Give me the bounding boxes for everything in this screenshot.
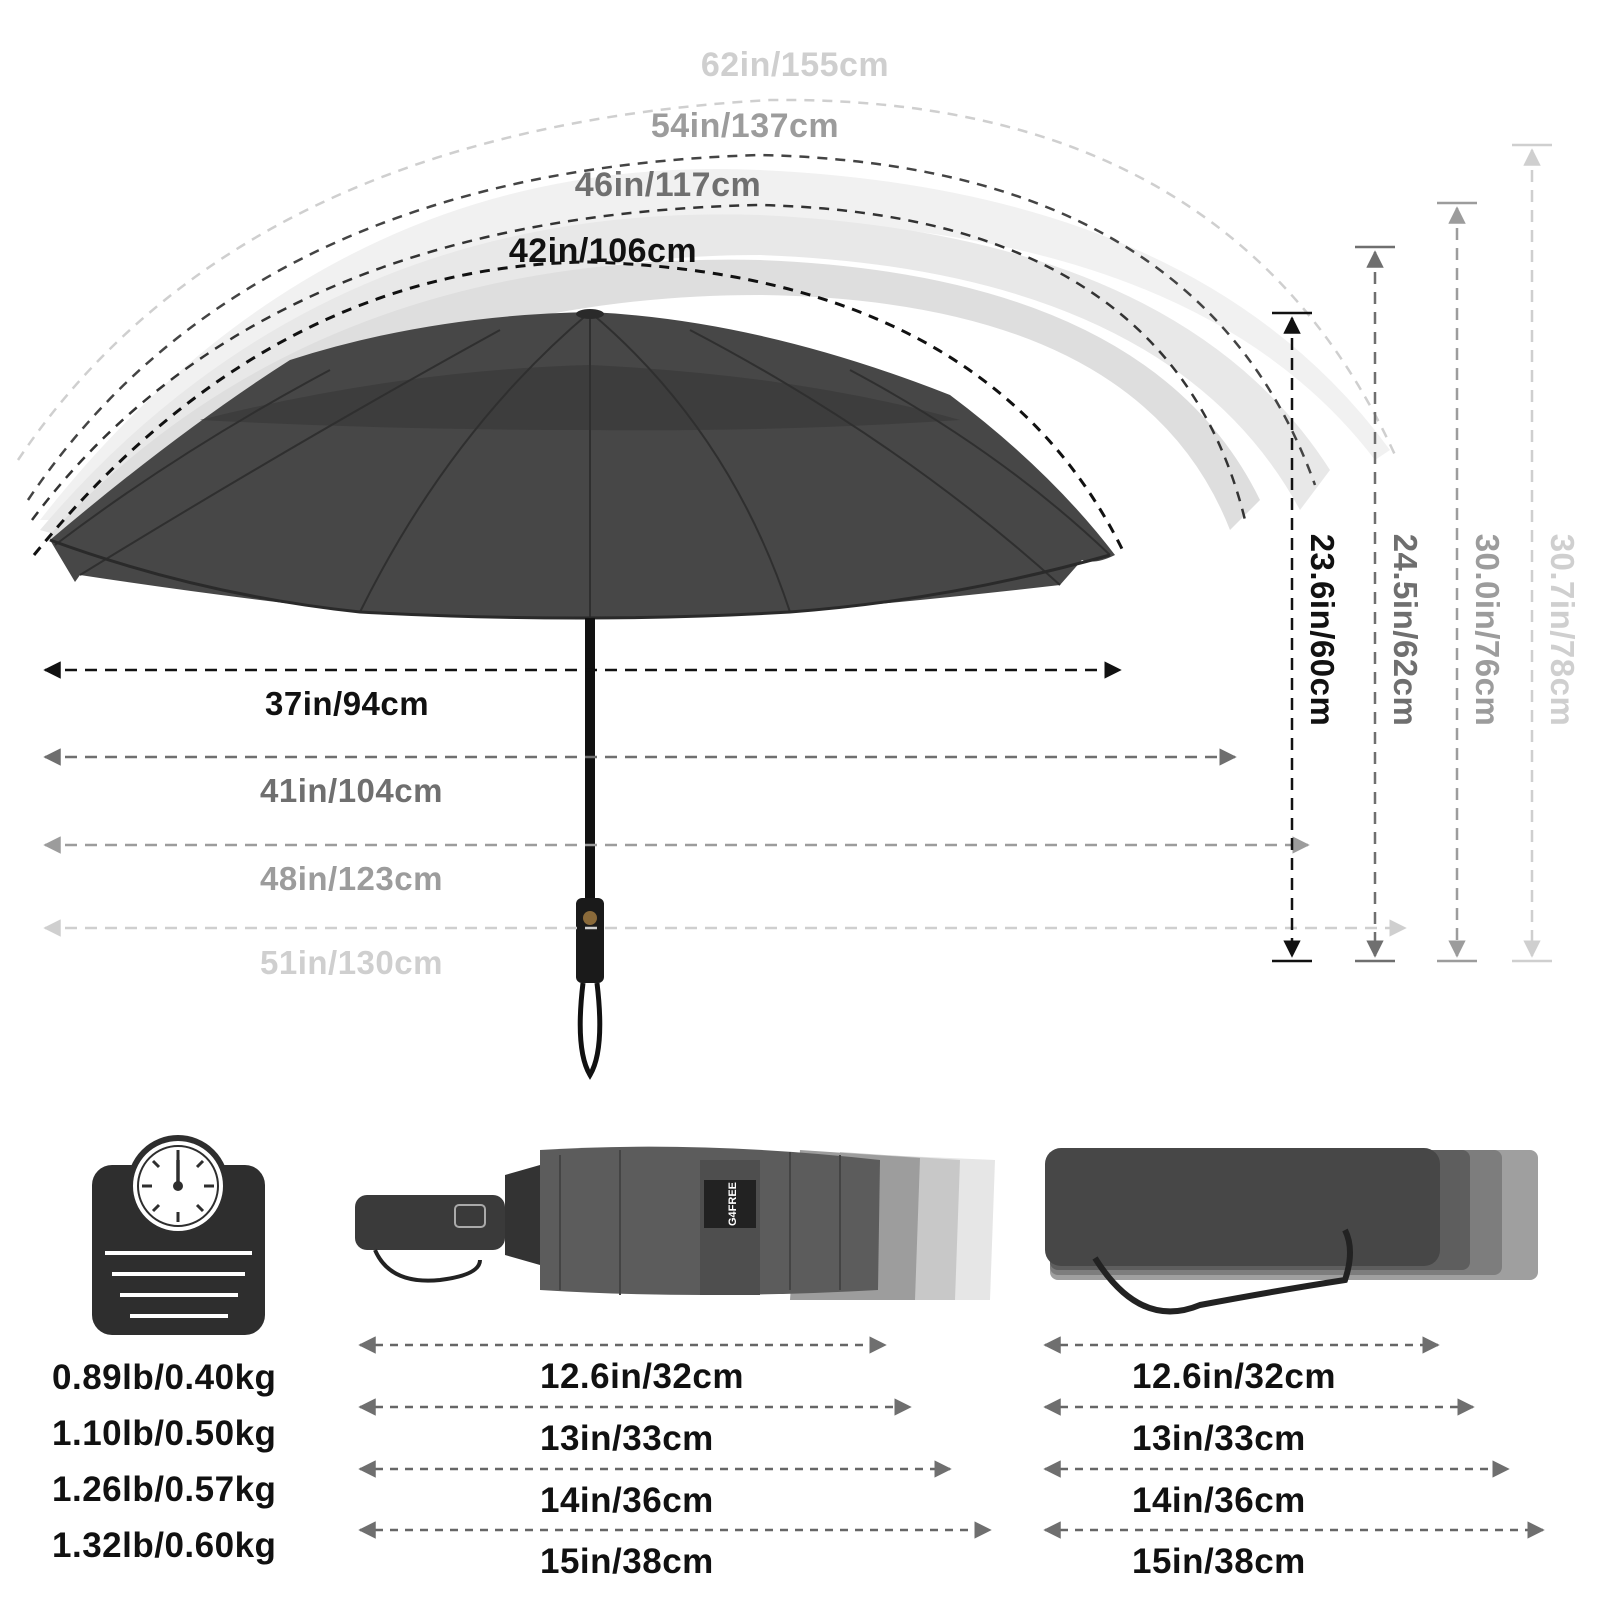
umbrella-canopy	[49, 309, 1115, 620]
folded-umbrella: G4FREE	[355, 1146, 995, 1300]
width-label-51in: 51in/130cm	[260, 944, 443, 981]
umbrella-handle	[576, 618, 604, 1080]
weight-label-1: 0.89lb/0.40kg	[52, 1358, 277, 1397]
height-label-24-5in: 24.5in/62cm	[1387, 533, 1424, 727]
umbrella-sleeve	[1045, 1148, 1538, 1315]
folded-length-label-4: 15in/38cm	[540, 1542, 714, 1581]
arc-label-62in: 62in/155cm	[700, 46, 890, 84]
height-label-30-0in: 30.0in/76cm	[1469, 533, 1506, 727]
width-label-37in: 37in/94cm	[265, 685, 430, 722]
sleeve-length-label-1: 12.6in/32cm	[1132, 1357, 1336, 1396]
folded-length-label-3: 14in/36cm	[540, 1481, 714, 1520]
folded-length-label-1: 12.6in/32cm	[540, 1357, 744, 1396]
folded-length-label-2: 13in/33cm	[540, 1419, 714, 1458]
sleeve-length-label-4: 15in/38cm	[1132, 1542, 1306, 1581]
arc-lines	[16, 98, 1397, 556]
arc-42in	[32, 260, 1127, 556]
ghost-canopies	[40, 168, 1390, 550]
sleeve-length-arrows	[1043, 1336, 1545, 1539]
width-label-48in: 48in/123cm	[260, 860, 443, 897]
arc-label-42in: 42in/106cm	[508, 232, 698, 270]
sleeve-length-label-3: 14in/36cm	[1132, 1481, 1306, 1520]
brand-label: G4FREE	[727, 1182, 739, 1226]
height-label-23-6in: 23.6in/60cm	[1304, 533, 1341, 727]
arc-46in	[30, 203, 1247, 521]
folded-length-arrows	[358, 1336, 992, 1539]
sleeve-length-label-2: 13in/33cm	[1132, 1419, 1306, 1458]
scale-icon	[92, 1135, 265, 1335]
height-label-30-7in: 30.7in/78cm	[1544, 533, 1581, 727]
weight-label-2: 1.10lb/0.50kg	[52, 1414, 277, 1453]
width-label-41in: 41in/104cm	[260, 772, 443, 809]
width-arrows	[43, 661, 1407, 937]
arc-62in	[16, 98, 1397, 461]
weight-label-3: 1.26lb/0.57kg	[52, 1470, 277, 1509]
arc-label-54in: 54in/137cm	[650, 107, 840, 145]
height-arrows	[1272, 143, 1552, 963]
weight-label-4: 1.32lb/0.60kg	[52, 1526, 277, 1565]
arc-54in	[26, 153, 1317, 501]
arc-label-46in: 46in/117cm	[574, 166, 762, 204]
